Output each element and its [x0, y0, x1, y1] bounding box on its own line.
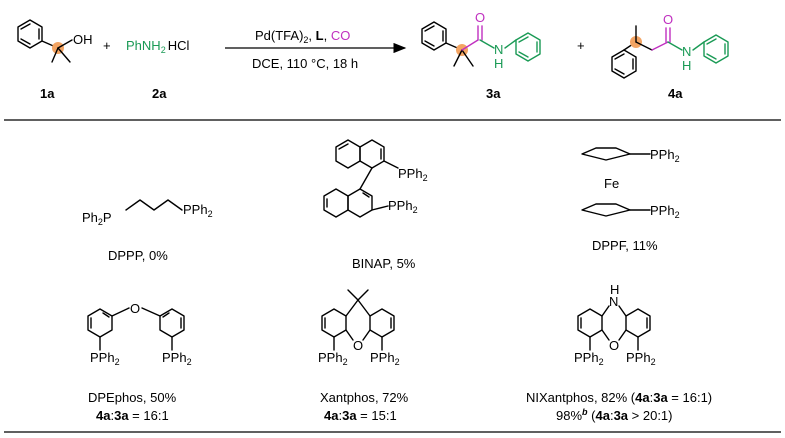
svg-text:H: H — [682, 58, 691, 73]
ligand-nixantphos: H N O PPh2 PPh2 NIXantphos, 82% (4a:3a =… — [526, 282, 712, 423]
ligand-dppp: Ph2P PPh2 DPPP, 0% — [82, 199, 213, 263]
svg-text:PPh2: PPh2 — [650, 147, 680, 164]
svg-text:Fe: Fe — [604, 176, 619, 191]
ligand-caption-dppp: DPPP, 0% — [108, 248, 168, 263]
plus-sign-2: + — [577, 38, 585, 53]
reactant-1a: OH — [17, 19, 93, 63]
svg-text:O: O — [475, 10, 485, 25]
svg-text:O: O — [353, 338, 363, 353]
svg-text:O: O — [130, 301, 140, 316]
ligand-caption-dppf: DPPF, 11% — [592, 238, 658, 253]
plus-sign: + — [103, 38, 111, 53]
svg-text:N: N — [609, 294, 618, 309]
ligand-caption-dpephos: DPEphos, 50% — [88, 390, 177, 405]
svg-text:PPh2: PPh2 — [90, 350, 120, 367]
compound-label-3a: 3a — [486, 86, 501, 101]
ligand-binap: PPh2 PPh2 BINAP, 5% — [323, 139, 428, 271]
ligand-dpephos: O PPh2 PPh2 DPEphos, 50% 4a:3a = 16:1 — [87, 301, 192, 423]
svg-text:PPh2: PPh2 — [183, 202, 213, 219]
svg-text:N: N — [494, 42, 503, 57]
compound-label-4a: 4a — [668, 86, 683, 101]
svg-text:PPh2: PPh2 — [574, 350, 604, 367]
svg-text:O: O — [663, 12, 673, 27]
ligand-dppf: PPh2 Fe PPh2 DPPF, 11% — [581, 147, 680, 253]
svg-text:H: H — [494, 56, 503, 71]
svg-text:PPh2: PPh2 — [388, 198, 418, 215]
svg-text:PPh2: PPh2 — [626, 350, 656, 367]
product-3a: O N H — [421, 10, 541, 71]
svg-text:Ph2P: Ph2P — [82, 210, 112, 227]
conditions-bottom: DCE, 110 °C, 18 h — [252, 56, 358, 71]
compound-label-1a: 1a — [40, 86, 55, 101]
svg-text:PPh2: PPh2 — [318, 350, 348, 367]
compound-label-2a: 2a — [152, 86, 167, 101]
ligand-ratio-dpephos: 4a:3a = 16:1 — [96, 408, 169, 423]
ligand-caption-binap: BINAP, 5% — [352, 256, 416, 271]
ligand-ratio-xantphos: 4a:3a = 15:1 — [324, 408, 397, 423]
svg-text:PPh2: PPh2 — [162, 350, 192, 367]
hydroxyl-label: OH — [73, 32, 93, 47]
ligand-caption-nixantphos: NIXantphos, 82% (4a:3a = 16:1) — [526, 390, 712, 405]
ligand-xantphos: O PPh2 PPh2 Xantphos, 72% 4a:3a = 15:1 — [318, 289, 409, 423]
svg-text:N: N — [682, 44, 691, 59]
svg-text:H: H — [610, 282, 619, 297]
svg-text:PPh2: PPh2 — [370, 350, 400, 367]
svg-text:O: O — [609, 338, 619, 353]
ligand-ratio-nixantphos: 98%b (4a:3a > 20:1) — [556, 407, 673, 423]
conditions-top: Pd(TFA)2, L, CO — [255, 28, 350, 45]
ligand-caption-xantphos: Xantphos, 72% — [320, 390, 409, 405]
product-4a: O N H — [611, 12, 729, 79]
svg-text:PPh2: PPh2 — [398, 166, 428, 183]
svg-text:PPh2: PPh2 — [650, 203, 680, 220]
